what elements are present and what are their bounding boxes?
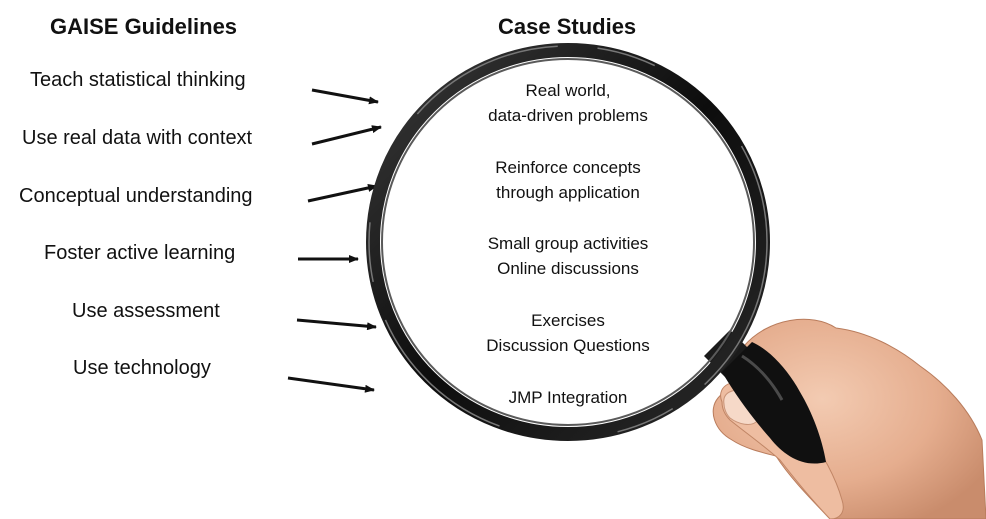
case-study-line: through application (496, 183, 640, 202)
handle-highlight (741, 354, 784, 401)
case-study-line: Real world, (525, 81, 611, 100)
case-study-item: Reinforce concepts through application (438, 155, 698, 205)
handle-grip (722, 342, 826, 464)
case-study-item: Real world, data-driven problems (438, 78, 698, 128)
case-studies-heading: Case Studies (498, 14, 637, 39)
guidelines-heading: GAISE Guidelines (50, 14, 238, 39)
guideline-item: Teach statistical thinking (30, 69, 246, 91)
case-study-item: Small group activities Online discussion… (438, 231, 698, 281)
arrow-1 (311, 88, 379, 105)
lens-rim-outer (366, 43, 770, 441)
case-study-line: Exercises (531, 311, 605, 330)
case-study-item: JMP Integration (438, 385, 698, 410)
case-study-line: JMP Integration (508, 388, 628, 407)
case-study-line: Discussion Questions (486, 336, 650, 355)
guideline-item: Conceptual understanding (19, 185, 253, 207)
case-study-line: Online discussions (497, 259, 639, 278)
arrow-2 (311, 125, 382, 146)
magnifier-lens (366, 43, 770, 441)
lens-rim-highlight (368, 45, 768, 439)
case-study-line: Reinforce concepts (495, 158, 641, 177)
arrows-group (287, 88, 382, 393)
guideline-item: Foster active learning (44, 242, 236, 264)
guideline-item: Use assessment (72, 300, 220, 322)
lens-rim-inner (381, 58, 755, 426)
arrow-5 (296, 318, 377, 331)
arrow-6 (287, 376, 375, 393)
guideline-item: Use real data with context (22, 127, 253, 149)
case-study-line: Small group activities (487, 234, 649, 253)
case-study-item: Exercises Discussion Questions (438, 308, 698, 358)
case-study-line: data-driven problems (488, 106, 648, 125)
arrow-3 (307, 184, 378, 203)
guideline-item: Use technology (73, 357, 211, 379)
